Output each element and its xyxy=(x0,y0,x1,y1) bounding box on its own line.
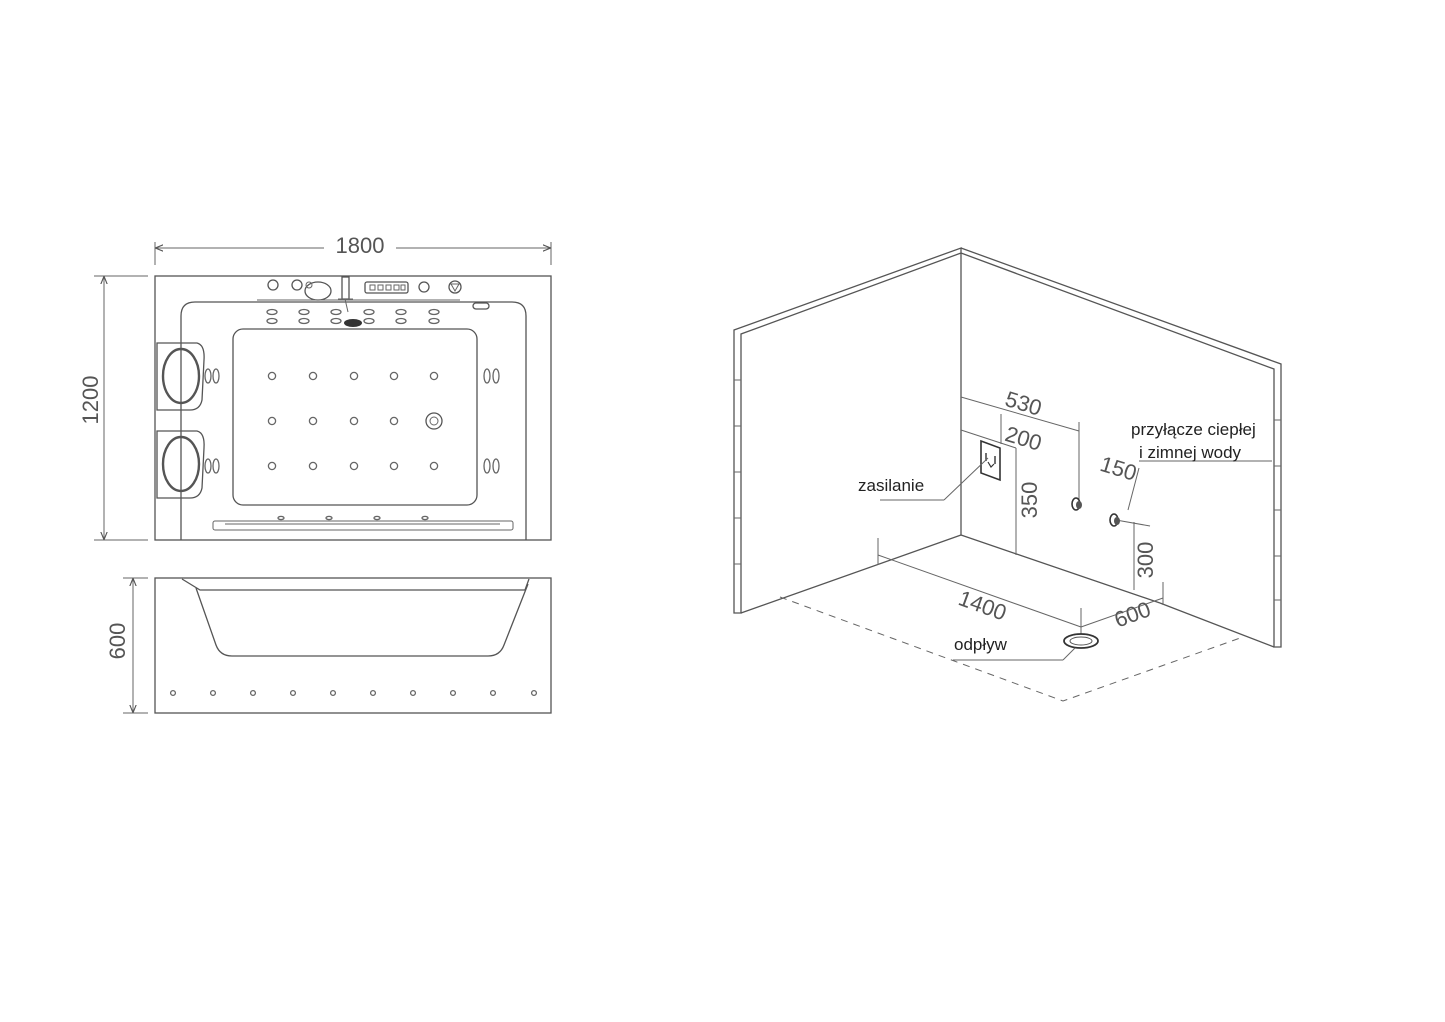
headrest-top xyxy=(156,342,205,411)
tub-drain-icon xyxy=(425,412,443,430)
dim-200: 200 xyxy=(1002,421,1044,456)
dim-530: 530 xyxy=(1002,386,1044,421)
side-view: 600 xyxy=(105,577,552,714)
floor-drain-icon xyxy=(1063,633,1099,649)
dim-350: 350 xyxy=(1017,482,1042,519)
top-height-label: 1200 xyxy=(78,376,103,425)
power-socket-icon xyxy=(980,439,1001,482)
cold-water-connector-icon xyxy=(1109,513,1120,527)
installation-view: 530 200 350 150 300 1400 600 xyxy=(733,247,1282,702)
top-view: 1800 1200 xyxy=(78,233,552,541)
drain-label: odpływ xyxy=(954,635,1008,654)
side-height-label: 600 xyxy=(105,623,130,660)
seat-jets xyxy=(267,371,439,471)
top-width-label: 1800 xyxy=(336,233,385,258)
dim-600: 600 xyxy=(1111,596,1154,632)
side-jets xyxy=(169,689,538,697)
power-label: zasilanie xyxy=(858,476,924,495)
headrest-bottom xyxy=(156,430,205,499)
water-connection-label-line1: przyłącze ciepłej xyxy=(1131,420,1256,439)
dim-300: 300 xyxy=(1133,542,1158,579)
back-jets xyxy=(266,308,440,325)
water-connection-label-line2: i zimnej wody xyxy=(1139,443,1242,462)
dim-150: 150 xyxy=(1097,451,1139,486)
rim-controls xyxy=(257,276,490,313)
dim-1400: 1400 xyxy=(955,585,1010,625)
control-panel-icon xyxy=(364,281,409,294)
hot-water-connector-icon xyxy=(1071,497,1082,511)
